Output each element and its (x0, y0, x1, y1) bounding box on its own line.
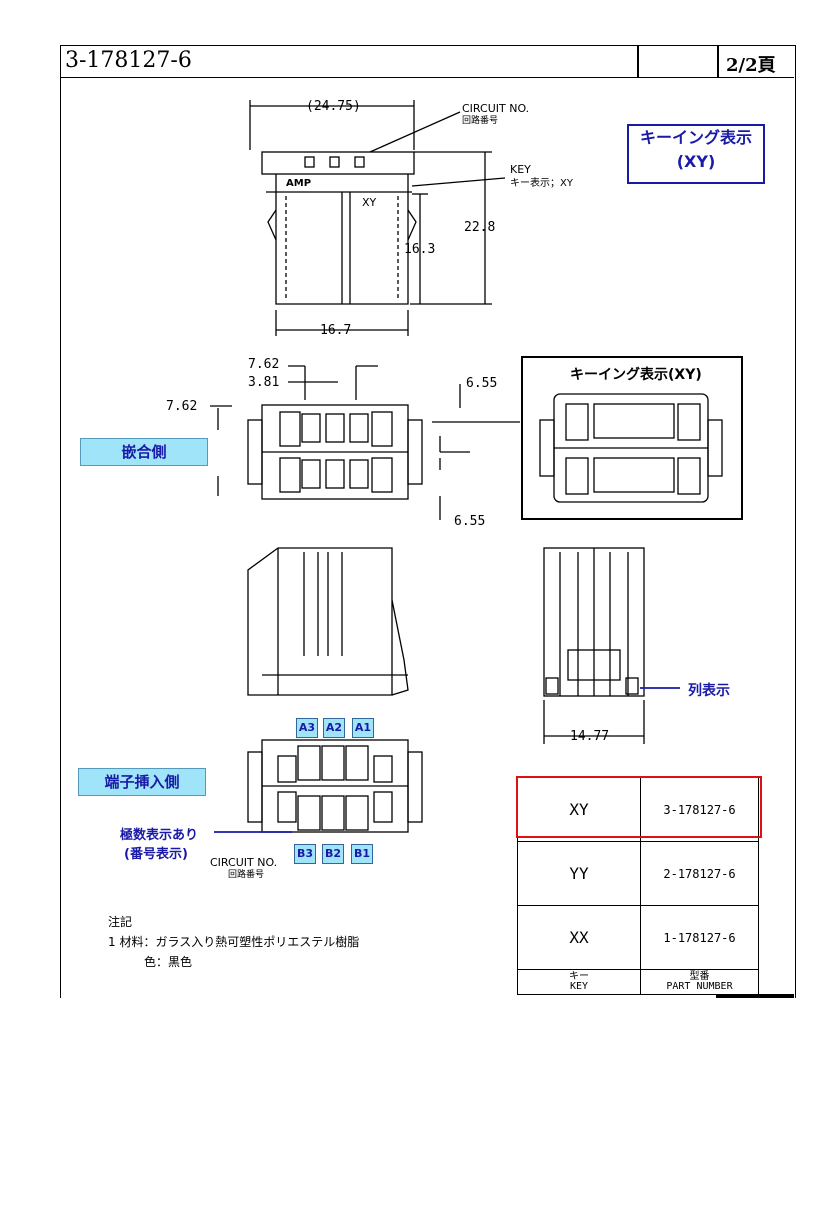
key-cell: XX (517, 905, 641, 970)
header-divider (637, 45, 639, 77)
part-number-title: 3-178127-6 (65, 48, 192, 73)
notes-color: 色：黒色 (144, 955, 193, 969)
key-part-table: XY 3-178127-6 YY 2-178127-6 XX 1-178127-… (517, 777, 759, 995)
header-divider (717, 45, 719, 77)
mating-side-label: 嵌合側 (80, 438, 208, 466)
keying-display-value: (XY) (676, 152, 716, 171)
circuit-label-bottom-jp: 回路番号 (228, 870, 265, 880)
pin-label-b1: B1 (351, 844, 373, 864)
top-view-cap (261, 151, 415, 175)
key-mark: XY (362, 196, 377, 209)
pole-count-label: 極数表示あり (120, 828, 199, 843)
table-row: YY 2-178127-6 (517, 841, 759, 906)
part-header-jp: 型番 (689, 971, 710, 982)
part-header: 型番 PART NUMBER (640, 969, 759, 995)
drawing-frame (60, 45, 796, 998)
key-cell: XY (517, 777, 641, 842)
keying-display-title: キーイング表示 (639, 128, 752, 147)
dimension-7-62-top: 7.62 (248, 357, 280, 372)
part-number-cell: 2-178127-6 (640, 841, 759, 906)
pin-label-b2: B2 (322, 844, 344, 864)
circuit-label-bottom: CIRCUIT NO. (210, 856, 278, 869)
height-dimension-body: 16.3 (404, 242, 436, 257)
height-dimension-total: 22.8 (464, 220, 496, 235)
key-cell: YY (517, 841, 641, 906)
dimension-6-55-top: 6.55 (466, 376, 498, 391)
width-dimension: (24.75) (306, 99, 361, 114)
number-display-label: (番号表示) (124, 847, 188, 862)
bottom-width-dimension: 16.7 (320, 323, 352, 338)
table-row: XY 3-178127-6 (517, 777, 759, 842)
part-header-en: PART NUMBER (666, 981, 733, 992)
notes-material: 1 材料：ガラス入り熱可塑性ポリエステル樹脂 (108, 935, 360, 949)
dimension-6-55-bottom: 6.55 (454, 514, 486, 529)
circuit-label-jp: 回路番号 (462, 116, 499, 126)
key-label-jp: キー表示；XY (510, 178, 573, 189)
page-number: 2/2頁 (726, 55, 776, 76)
bottom-bar (716, 994, 794, 998)
side-width-dimension: 14.77 (570, 729, 610, 744)
terminal-insertion-side-label: 端子挿入側 (78, 768, 206, 796)
key-header-jp: キー (569, 971, 589, 982)
dimension-7-62-left: 7.62 (166, 399, 198, 414)
key-header: キー KEY (517, 969, 641, 995)
key-label: KEY (510, 163, 531, 176)
table-header-row: キー KEY 型番 PART NUMBER (517, 969, 759, 995)
row-indicator-label: 列表示 (688, 683, 730, 699)
pin-label-a1: A1 (352, 718, 374, 738)
title-block (60, 45, 794, 78)
brand-mark: AMP (286, 178, 312, 189)
notes-heading: 注記 (108, 915, 133, 929)
part-number-cell: 3-178127-6 (640, 777, 759, 842)
part-number-cell: 1-178127-6 (640, 905, 759, 970)
connector-drawings (210, 100, 743, 833)
pin-label-b3: B3 (294, 844, 316, 864)
detail-keying-title: キーイング表示(XY) (570, 367, 702, 383)
table-row: XX 1-178127-6 (517, 905, 759, 970)
circuit-label: CIRCUIT NO. (462, 102, 530, 115)
pin-label-a2: A2 (323, 718, 345, 738)
keying-display-box: キーイング表示 (XY) (627, 124, 765, 184)
pin-label-a3: A3 (296, 718, 318, 738)
notes-block: 注記 1 材料：ガラス入り熱可塑性ポリエステル樹脂 色：黒色 (108, 912, 359, 972)
key-header-en: KEY (569, 981, 589, 992)
highlight-box (516, 776, 762, 838)
dimension-3-81: 3.81 (248, 375, 280, 390)
